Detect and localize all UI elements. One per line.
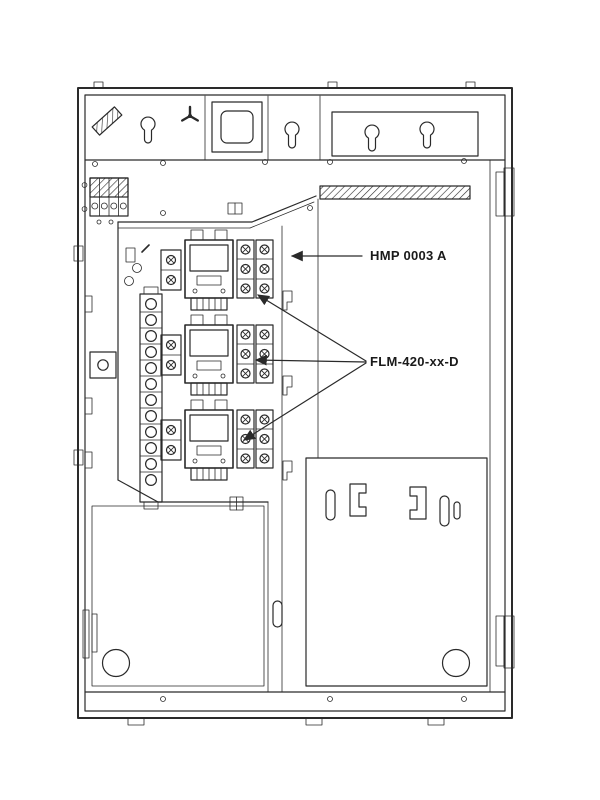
cable-hole-right <box>441 648 471 678</box>
label-hmp-0003a: HMP 0003 A <box>370 248 447 263</box>
bottom-area <box>84 505 506 702</box>
screw-dot <box>327 159 333 165</box>
arrow-flm-2 <box>254 354 367 366</box>
module-2 <box>161 315 273 395</box>
left-wall-details <box>82 295 117 659</box>
callout-hmp: HMP 0003 A <box>290 248 447 263</box>
cable-slot <box>272 600 283 628</box>
square-opening <box>211 101 263 153</box>
keyhole-slot <box>140 116 156 144</box>
screw-dot <box>92 161 98 167</box>
top-right-subpanel <box>331 111 479 157</box>
hatched-strip <box>319 185 471 200</box>
screw-dot <box>160 160 166 166</box>
knockout-mark <box>180 105 200 122</box>
screw-dot <box>262 159 268 165</box>
module-mounting-plate <box>117 195 317 693</box>
top-panel <box>84 95 506 167</box>
small-parts-cluster <box>124 244 150 286</box>
label-flm-420: FLM-420-xx-D <box>370 354 459 369</box>
module-1 <box>161 230 273 310</box>
arrow-flm-1 <box>256 294 367 362</box>
angled-vent-slot <box>91 106 123 136</box>
right-panel <box>305 185 488 687</box>
module-3 <box>161 400 273 480</box>
arrow-flm-3 <box>242 362 367 441</box>
left-terminal-block <box>81 177 129 225</box>
right-wall-details <box>489 159 505 693</box>
keyhole-slot <box>284 121 300 149</box>
switch-box <box>89 351 117 379</box>
screw-dot <box>461 158 467 164</box>
screw-dot <box>160 696 166 702</box>
terminal-rail <box>139 286 163 510</box>
enclosure-outline <box>73 81 515 726</box>
mounting-slots <box>325 483 461 527</box>
screw-dot <box>327 696 333 702</box>
screw-dot <box>461 696 467 702</box>
cable-hole-left <box>101 648 131 678</box>
callout-flm: FLM-420-xx-D <box>242 294 459 441</box>
